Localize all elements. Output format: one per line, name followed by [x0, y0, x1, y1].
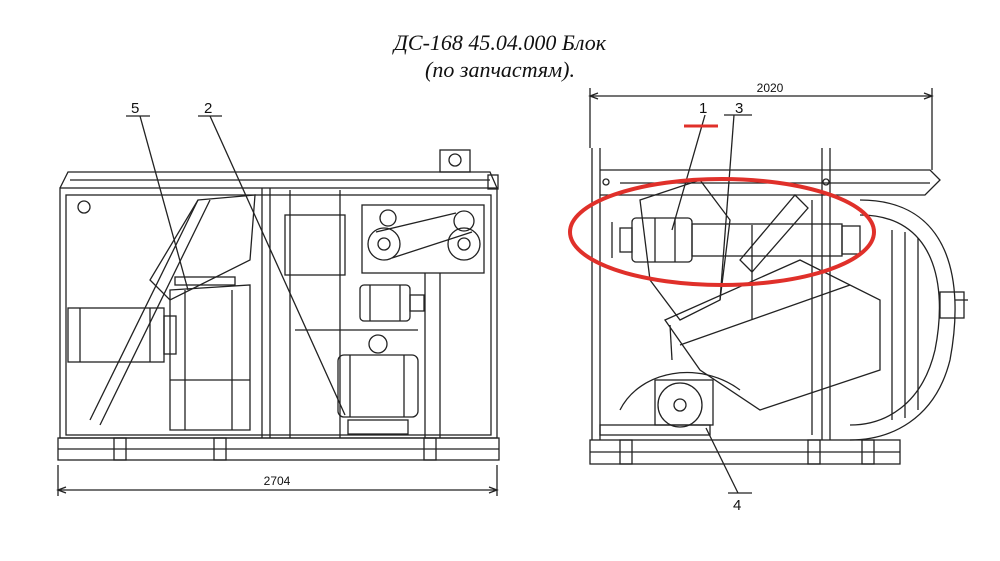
pulley-right: [447, 227, 481, 261]
callout-4: 4: [733, 497, 741, 514]
fan-volute: [849, 199, 956, 441]
callout-2: 2: [204, 100, 212, 117]
drive-motor: [337, 354, 419, 418]
leader-4: [705, 427, 739, 494]
callout-1: 1: [699, 100, 707, 117]
fan-housing: [169, 284, 251, 431]
chute: [739, 194, 809, 273]
dim-2020-label: 2020: [757, 81, 784, 95]
drawing-title: ДС-168 45.04.000 Блок: [393, 30, 607, 55]
cyclone-cylinder: [631, 217, 693, 263]
dimension-2020: [588, 88, 934, 170]
left-view: [57, 149, 500, 461]
pulley-left: [367, 227, 401, 261]
leader-3: [719, 114, 735, 301]
hopper: [664, 259, 881, 411]
dimension-2704: [56, 465, 499, 496]
right-canopy: [600, 169, 941, 196]
leader-1: [671, 114, 706, 231]
leader-2: [209, 115, 346, 416]
callout-5: 5: [131, 100, 139, 117]
highlight-ellipse: [568, 177, 876, 287]
gearbox: [359, 284, 411, 322]
right-motor: [657, 382, 703, 428]
callout-3: 3: [735, 100, 743, 117]
dim-2704-label: 2704: [264, 474, 291, 488]
right-view: [589, 148, 968, 465]
drawing-subtitle: (по запчастям).: [425, 57, 575, 82]
leader-5: [139, 115, 189, 291]
left-frame: [59, 187, 498, 439]
